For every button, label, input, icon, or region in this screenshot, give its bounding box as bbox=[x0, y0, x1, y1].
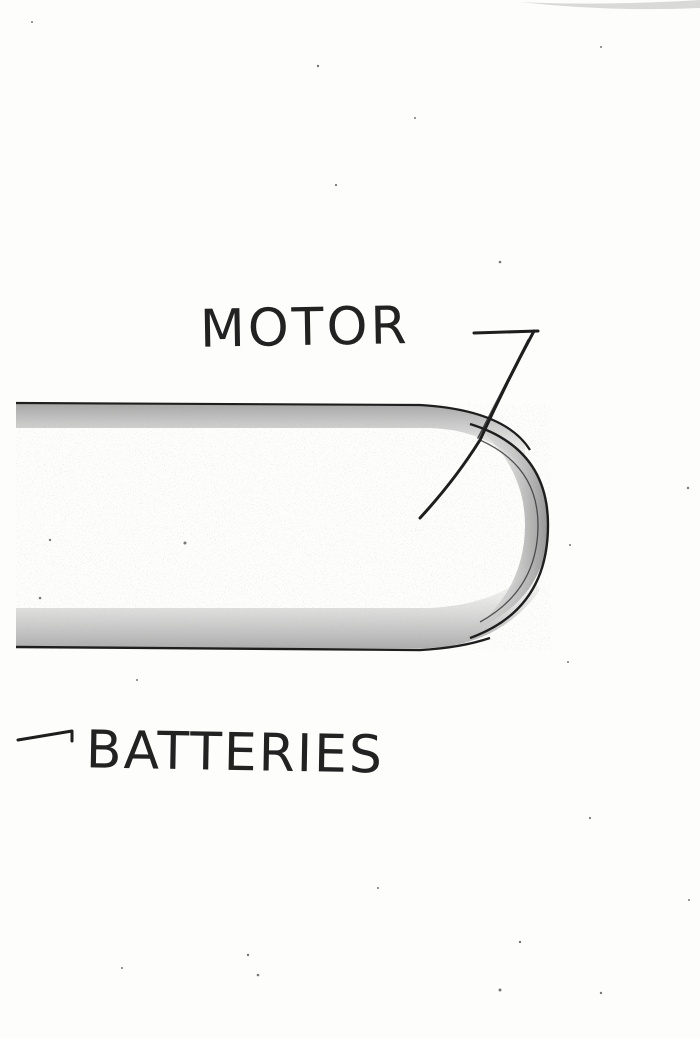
battery-outline-end-inner bbox=[479, 439, 539, 623]
paper-scuff bbox=[520, 0, 700, 10]
motor-leader-line bbox=[418, 329, 540, 520]
battery-outline-top bbox=[15, 401, 531, 451]
battery-tube bbox=[15, 401, 551, 652]
battery-outline-end bbox=[469, 422, 550, 640]
batteries-leader-line bbox=[16, 729, 74, 743]
batteries-label: BATTERIES bbox=[85, 720, 384, 785]
battery-outline-bottom bbox=[15, 636, 491, 652]
motor-label: MOTOR bbox=[199, 296, 410, 360]
